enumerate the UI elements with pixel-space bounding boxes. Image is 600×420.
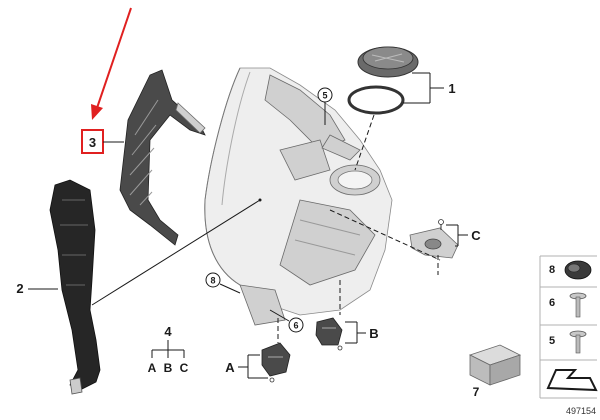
callout-b[interactable]: B	[369, 326, 378, 341]
part-1-cover[interactable]	[347, 46, 419, 171]
screw-icon	[569, 292, 587, 318]
callout-8-marker[interactable]: 8	[205, 272, 221, 288]
callout-6: 6	[293, 321, 298, 331]
leader-8	[219, 283, 241, 294]
set-4-b: B	[164, 361, 173, 375]
legend-pictogram	[546, 369, 598, 392]
set-4-c: C	[180, 361, 189, 375]
part-b-bracket[interactable]	[315, 317, 343, 351]
set-4-tree[interactable]: 4 A B C	[148, 324, 189, 375]
part-3-bracket[interactable]	[119, 69, 206, 246]
part-c-mount[interactable]	[409, 219, 459, 259]
legend-item-8[interactable]: 8	[549, 260, 592, 280]
callout-5-marker[interactable]: 5	[317, 87, 333, 103]
callout-2[interactable]: 2	[16, 281, 23, 296]
leader-housing-2	[91, 199, 261, 306]
legend-6-number: 6	[549, 297, 555, 309]
legend-item-5[interactable]: 5	[549, 330, 587, 354]
leader-6	[269, 309, 290, 322]
diagram-number: 497154	[566, 406, 596, 416]
bolt-icon	[569, 330, 587, 354]
legend-5-number: 5	[549, 335, 555, 347]
legend-8-number: 8	[549, 264, 555, 276]
callout-1[interactable]: 1	[448, 81, 455, 96]
part-2-seal[interactable]	[49, 179, 101, 395]
callout-5: 5	[322, 91, 327, 101]
part-a-bracket[interactable]	[261, 342, 291, 383]
callout-3[interactable]: 3	[89, 135, 96, 150]
legend-item-6[interactable]: 6	[549, 292, 587, 318]
headlight-housing[interactable]	[204, 67, 393, 326]
dash-c	[329, 209, 441, 261]
leader-dot	[258, 198, 262, 202]
set-4-a: A	[148, 361, 157, 375]
callout-4: 4	[164, 324, 172, 339]
highlight-arrow	[91, 7, 132, 120]
callout-a[interactable]: A	[225, 360, 235, 375]
legend-panel	[539, 255, 597, 399]
callout-7[interactable]: 7	[473, 385, 480, 399]
callout-c[interactable]: C	[471, 228, 481, 243]
callout-6-marker[interactable]: 6	[288, 317, 304, 333]
callout-8: 8	[210, 276, 215, 286]
part-7-box[interactable]	[468, 344, 522, 386]
